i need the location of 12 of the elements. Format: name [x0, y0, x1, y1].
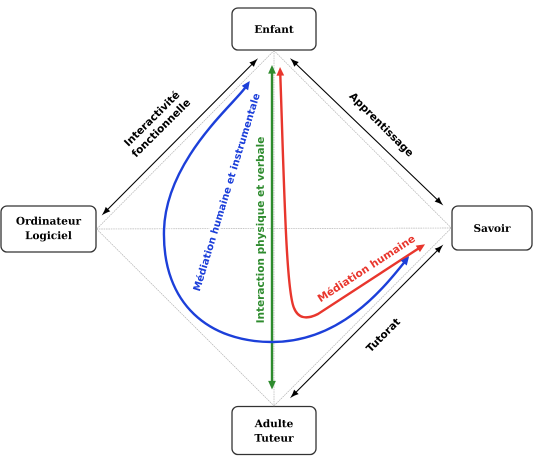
double-arrow	[291, 59, 442, 204]
rounded-box: Savoir	[451, 205, 533, 251]
dotted-line	[96, 228, 274, 406]
dotted-line	[274, 50, 452, 228]
rounded-box: Ordinateur Logiciel	[0, 205, 97, 253]
double-arrow	[102, 59, 257, 214]
double-arrow	[291, 246, 442, 398]
dotted-line	[274, 228, 452, 406]
dotted-line	[96, 50, 274, 230]
rounded-box: Enfant	[231, 7, 317, 51]
dotted-line	[96, 228, 452, 230]
rounded-box: Adulte Tuteur	[231, 406, 317, 456]
